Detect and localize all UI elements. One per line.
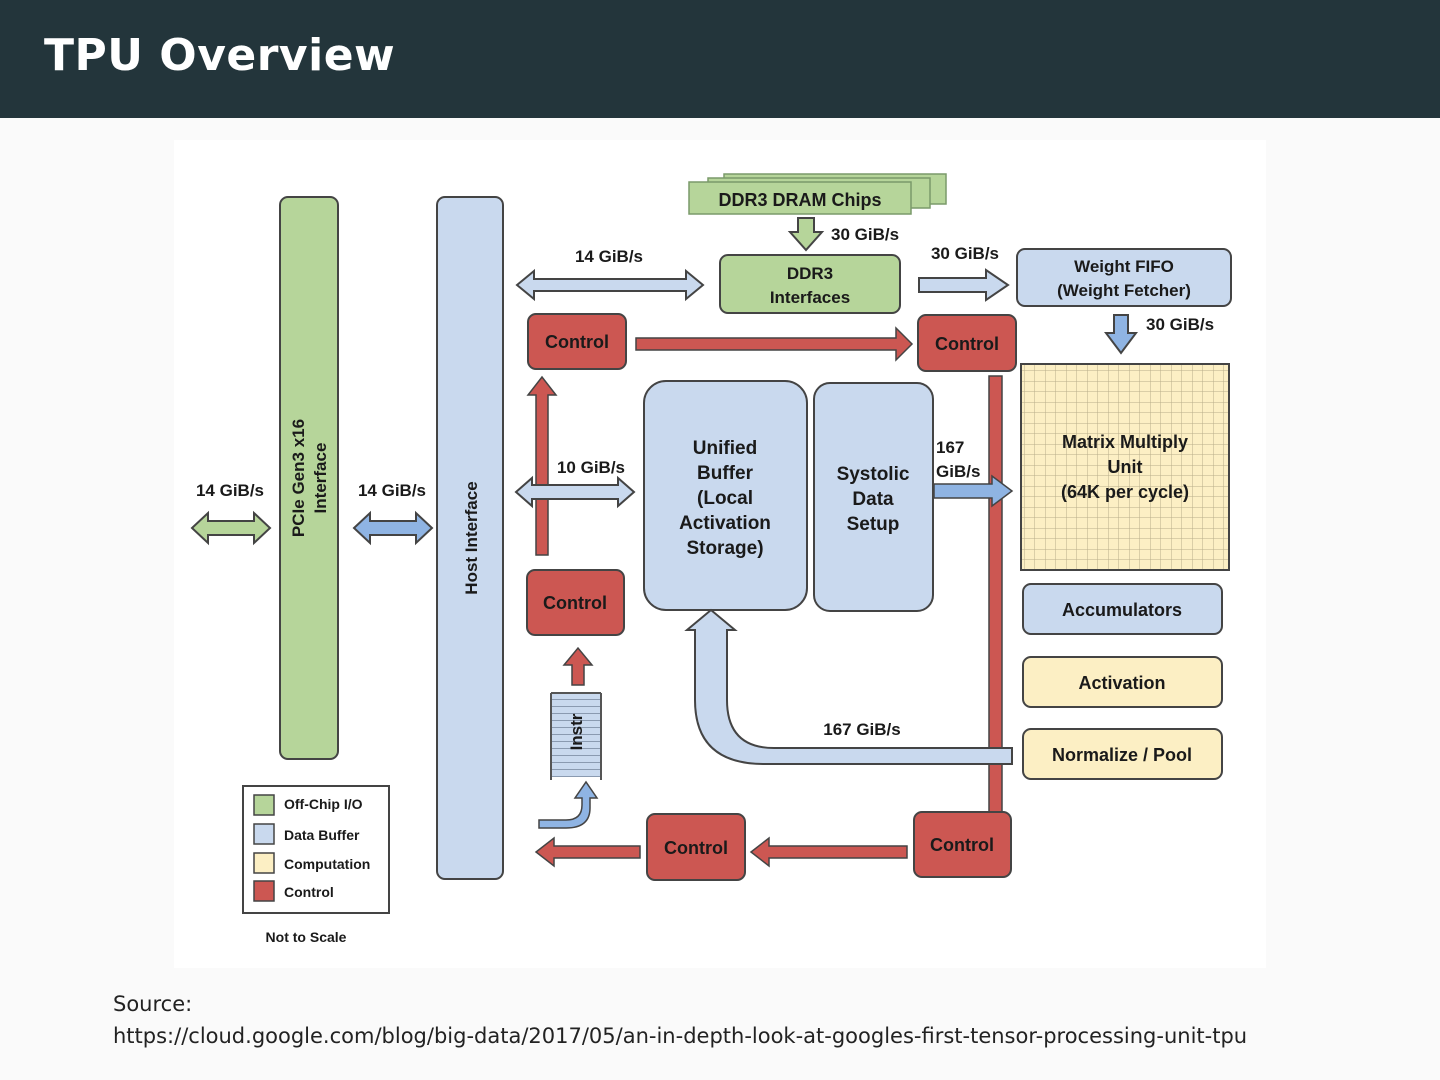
ddr3-label-1: DDR3: [787, 264, 833, 283]
control-block-bottom-mid: Control: [646, 813, 746, 881]
legend-label: Off-Chip I/O: [284, 796, 363, 812]
dram-chips-label: DDR3 DRAM Chips: [718, 190, 881, 210]
activation-block: Activation: [1022, 656, 1223, 708]
fifo-mmu-bandwidth-label: 30 GiB/s: [1146, 315, 1214, 334]
systolic-label-2: Data: [852, 489, 894, 510]
not-to-scale-note: Not to Scale: [266, 929, 347, 945]
systolic-data-setup-block: Systolic Data Setup: [813, 382, 934, 612]
control-flow-arrow-up: [526, 375, 558, 556]
accumulators-block: Accumulators: [1022, 583, 1223, 635]
control-label: Control: [930, 835, 994, 855]
host-to-instr-arrow: [538, 780, 599, 829]
ddr-fifo-bandwidth-label: 30 GiB/s: [931, 244, 999, 263]
control-bus-right: [988, 375, 1003, 813]
systolic-mmu-arrow: [933, 474, 1014, 508]
mmu-label-2: Unit: [1108, 457, 1143, 477]
pcie-interface-block: PCIe Gen3 x16 Interface: [279, 196, 339, 760]
diagram-svg: PCIe Gen3 x16 Interface Host Interface 1…: [190, 173, 1232, 945]
systolic-label-1: Systolic: [837, 464, 910, 485]
source-label: Source:: [113, 992, 193, 1016]
dram-to-ddr-arrow: [787, 217, 825, 252]
legend: Off-Chip I/O Data Buffer Computation Con…: [242, 785, 390, 914]
legend-item-computation: Computation: [253, 852, 370, 874]
ub-label-3: (Local: [697, 488, 753, 509]
activation-label: Activation: [1078, 673, 1165, 693]
ddr3-dram-chips-block: DDR3 DRAM Chips: [688, 173, 947, 215]
systolic-mmu-bandwidth-label-2: GiB/s: [936, 462, 980, 481]
control-flow-arrow-bottom-2: [534, 836, 641, 868]
slide-title: TPU Overview: [44, 30, 396, 81]
host-ub-arrow: [514, 475, 636, 509]
dram-ddr-bandwidth-label: 30 GiB/s: [831, 225, 899, 244]
tpu-block-diagram: PCIe Gen3 x16 Interface Host Interface 1…: [174, 140, 1266, 968]
mmu-label-1: Matrix Multiply: [1062, 432, 1188, 452]
control-block-mid-left: Control: [526, 569, 625, 636]
ub-label-2: Buffer: [697, 463, 754, 484]
mmu-label-3: (64K per cycle): [1061, 482, 1189, 502]
pcie-label: PCIe Gen3 x16: [289, 419, 308, 537]
control-block-bottom-right: Control: [913, 811, 1012, 878]
fifo-mmu-arrow: [1104, 314, 1138, 355]
control-block-top-left: Control: [527, 313, 627, 370]
weight-fifo-label-2: (Weight Fetcher): [1057, 281, 1191, 300]
ub-label-4: Activation: [679, 513, 771, 534]
legend-label: Data Buffer: [284, 827, 360, 843]
host-ddr-arrow: [515, 268, 705, 302]
pcie-label-2: Interface: [311, 443, 330, 514]
weight-fifo-block: Weight FIFO (Weight Fetcher): [1016, 248, 1232, 307]
normalize-pool-block: Normalize / Pool: [1022, 728, 1223, 780]
control-flow-arrow-bottom-1: [749, 836, 908, 868]
host-interface-label: Host Interface: [462, 481, 481, 594]
source-citation: Source: https://cloud.google.com/blog/bi…: [113, 988, 1247, 1052]
legend-item-data-buffer: Data Buffer: [253, 823, 360, 845]
pcie-host-arrow: [352, 510, 434, 546]
legend-label: Control: [284, 884, 334, 900]
ub-label-1: Unified: [693, 438, 757, 459]
ddr3-label-2: Interfaces: [770, 288, 850, 307]
pcie-host-bandwidth-label: 14 GiB/s: [358, 481, 426, 500]
control-flow-arrow-top: [635, 326, 914, 362]
pool-ub-return-path: [684, 608, 1013, 765]
external-io-arrow: [190, 510, 272, 546]
legend-item-off-chip-io: Off-Chip I/O: [253, 794, 363, 816]
ddr-fifo-arrow: [918, 268, 1010, 302]
host-interface-block: Host Interface: [436, 196, 504, 880]
control-label: Control: [935, 334, 999, 354]
legend-label: Computation: [284, 856, 370, 872]
external-bandwidth-label: 14 GiB/s: [196, 481, 264, 500]
host-ddr-bandwidth-label: 14 GiB/s: [575, 247, 643, 266]
ddr3-interfaces-block: DDR3 Interfaces: [719, 254, 901, 314]
slide-header: TPU Overview: [0, 0, 1440, 118]
accumulators-label: Accumulators: [1062, 600, 1182, 620]
legend-item-control: Control: [253, 880, 334, 902]
source-url[interactable]: https://cloud.google.com/blog/big-data/2…: [113, 1024, 1248, 1048]
matrix-multiply-unit-block: Matrix Multiply Unit (64K per cycle): [1020, 363, 1230, 571]
ub-label-5: Storage): [686, 538, 763, 559]
systolic-label-3: Setup: [847, 514, 900, 535]
weight-fifo-label-1: Weight FIFO: [1074, 257, 1174, 276]
unified-buffer-block: Unified Buffer (Local Activation Storage…: [643, 380, 808, 611]
control-label: Control: [543, 593, 607, 613]
pool-ub-bandwidth-label: 167 GiB/s: [823, 720, 901, 739]
control-block-top-right: Control: [917, 314, 1017, 372]
instr-to-control-arrow: [562, 646, 594, 686]
host-ub-bandwidth-label: 10 GiB/s: [557, 458, 625, 477]
control-label: Control: [545, 332, 609, 352]
control-label: Control: [664, 838, 728, 858]
systolic-mmu-bandwidth-label-1: 167: [936, 438, 964, 457]
normalize-pool-label: Normalize / Pool: [1052, 745, 1192, 765]
instruction-queue: Instr: [550, 692, 602, 780]
instr-label: Instr: [567, 713, 586, 750]
